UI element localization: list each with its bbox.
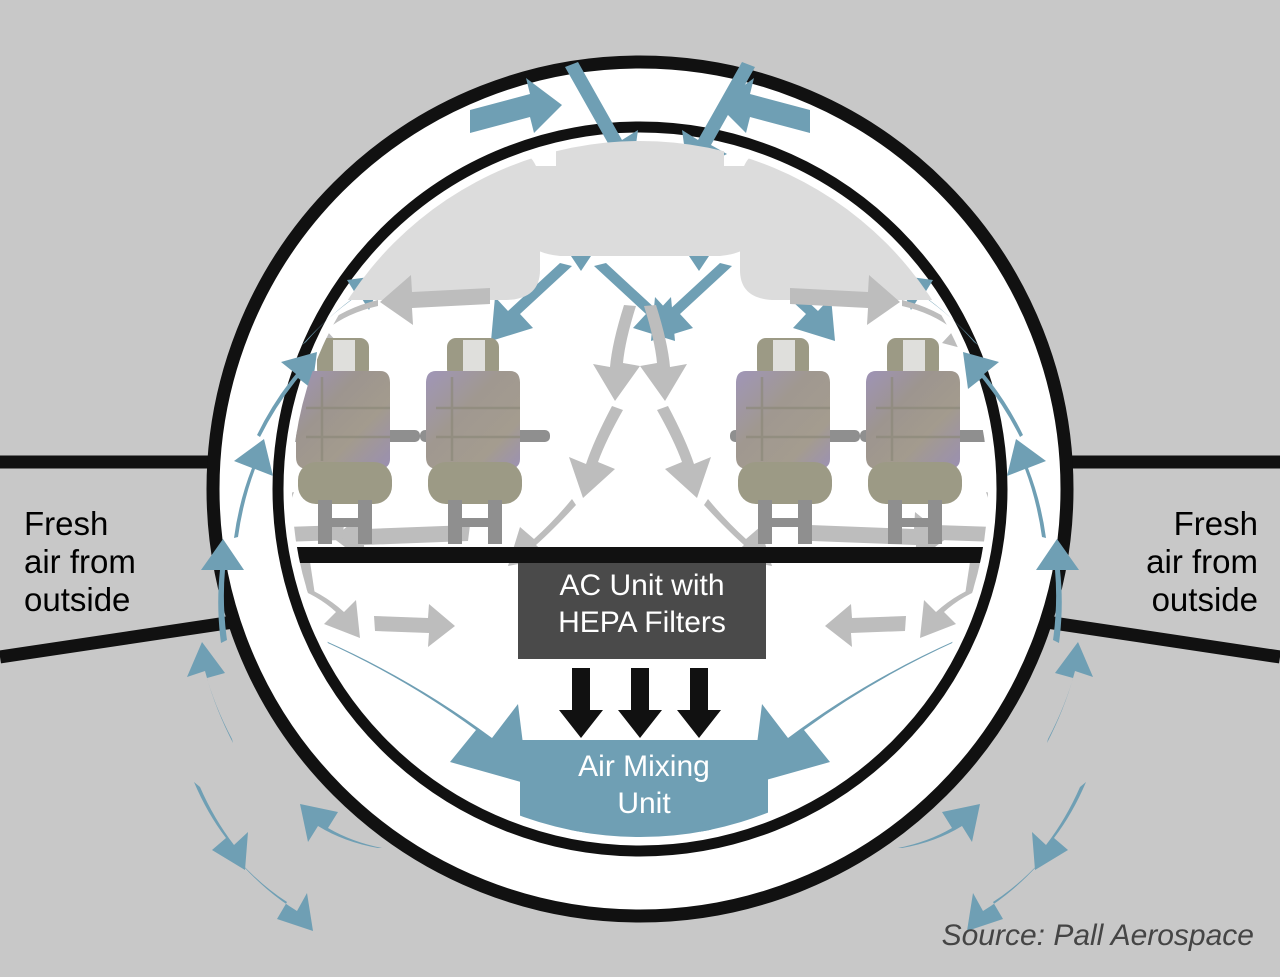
recirc-arrow-left-down bbox=[292, 521, 315, 595]
recirc-arrow-upper-left-1 bbox=[380, 275, 490, 325]
lower-deck-recirculation-arrows bbox=[292, 582, 988, 647]
seat-left-aisle bbox=[420, 338, 550, 544]
seat-left-window bbox=[292, 338, 420, 544]
duct-arrow-r4 bbox=[1036, 539, 1079, 643]
seat-backrest bbox=[736, 371, 830, 469]
seat-leg-brace bbox=[758, 518, 812, 527]
seat-cushion bbox=[428, 462, 522, 504]
aisle-arrow-right-1 bbox=[640, 305, 687, 401]
bottom-duct-arrow-left bbox=[300, 804, 382, 848]
lower-recirc-arrow-left-2 bbox=[374, 604, 455, 647]
seat-stitching bbox=[436, 377, 520, 461]
filtered-air-arrow-3 bbox=[677, 668, 721, 738]
fanout-arrow-inner-right bbox=[651, 263, 732, 341]
duct-arrow-l3 bbox=[187, 642, 233, 743]
floor-arrow-right-outward bbox=[810, 512, 947, 562]
seat-backrest bbox=[296, 371, 390, 469]
seat-stitching bbox=[876, 377, 960, 461]
duct-arrow-l6 bbox=[257, 352, 317, 437]
lower-recirc-arrow-right-1 bbox=[920, 582, 988, 638]
filtered-air-arrow-2 bbox=[618, 668, 662, 738]
seat-backrest bbox=[426, 371, 520, 469]
fresh-air-intake-arrow-left bbox=[292, 586, 528, 784]
bottom-duct-arrows bbox=[300, 804, 980, 848]
headrest-cover bbox=[773, 340, 795, 376]
lower-recirc-arrow-left-1 bbox=[292, 582, 360, 638]
seat-backrest bbox=[866, 371, 960, 469]
duct-arrow-l4 bbox=[201, 539, 244, 643]
aisle-arrow-right-2 bbox=[657, 406, 711, 498]
headrest-cover bbox=[333, 340, 355, 376]
seat-cushion bbox=[868, 462, 962, 504]
duct-arrow-r3 bbox=[1047, 642, 1093, 743]
duct-arrow-r5 bbox=[1007, 439, 1046, 538]
floor-arrow-left-outward-2 bbox=[292, 512, 344, 557]
label-fresh-air-left: Fresh air from outside bbox=[24, 505, 136, 618]
duct-arrow-l2 bbox=[194, 782, 248, 870]
seat-stitching bbox=[746, 377, 830, 461]
seat-stitching bbox=[306, 377, 390, 461]
seat-cushion bbox=[298, 462, 392, 504]
left-seat-pair bbox=[292, 338, 550, 544]
duct-arrow-r2 bbox=[1032, 782, 1086, 870]
floor-arrow-left-outward bbox=[333, 512, 470, 562]
seat-leg-brace bbox=[448, 518, 502, 527]
fresh-air-intake-arrow-right bbox=[752, 586, 988, 784]
floor-arrow-right-outward-2 bbox=[936, 512, 988, 557]
ac-unit-box bbox=[518, 563, 766, 659]
duct-arrow-r1 bbox=[967, 861, 1041, 931]
duct-arrow-r6 bbox=[963, 352, 1023, 437]
fanout-arrow-outer-left bbox=[491, 263, 572, 341]
seat-right-aisle bbox=[730, 338, 860, 544]
cabin-floor bbox=[292, 547, 988, 563]
seat-cushion bbox=[738, 462, 832, 504]
filtered-air-arrows bbox=[559, 668, 721, 738]
label-fresh-air-right: Fresh air from outside bbox=[1146, 505, 1258, 618]
ceiling-inlet-arrow-right bbox=[682, 62, 755, 173]
source-attribution: Source: Pall Aerospace bbox=[941, 919, 1254, 952]
bottom-duct-arrow-right bbox=[898, 804, 980, 848]
lower-recirc-arrow-right-2 bbox=[825, 604, 906, 647]
seat-leg-brace bbox=[318, 518, 372, 527]
recirc-arrow-right-down bbox=[965, 521, 988, 595]
right-seat-pair bbox=[730, 338, 988, 544]
headrest-cover bbox=[463, 340, 485, 376]
filtered-air-arrow-1 bbox=[559, 668, 603, 738]
recirc-arrow-upper-right-1 bbox=[790, 275, 900, 325]
seat-right-window bbox=[860, 338, 988, 544]
ceiling-feeder-arrow-left bbox=[470, 78, 562, 133]
headrest-cover bbox=[903, 340, 925, 376]
aisle-arrow-left-2 bbox=[569, 406, 623, 498]
duct-arrow-l1 bbox=[239, 861, 313, 931]
seat-leg-brace bbox=[888, 518, 942, 527]
duct-arrow-l5 bbox=[234, 439, 273, 538]
aisle-arrow-left-1 bbox=[593, 305, 640, 401]
air-mixing-unit-box bbox=[520, 740, 768, 837]
fresh-air-intake-arrows bbox=[292, 586, 988, 784]
